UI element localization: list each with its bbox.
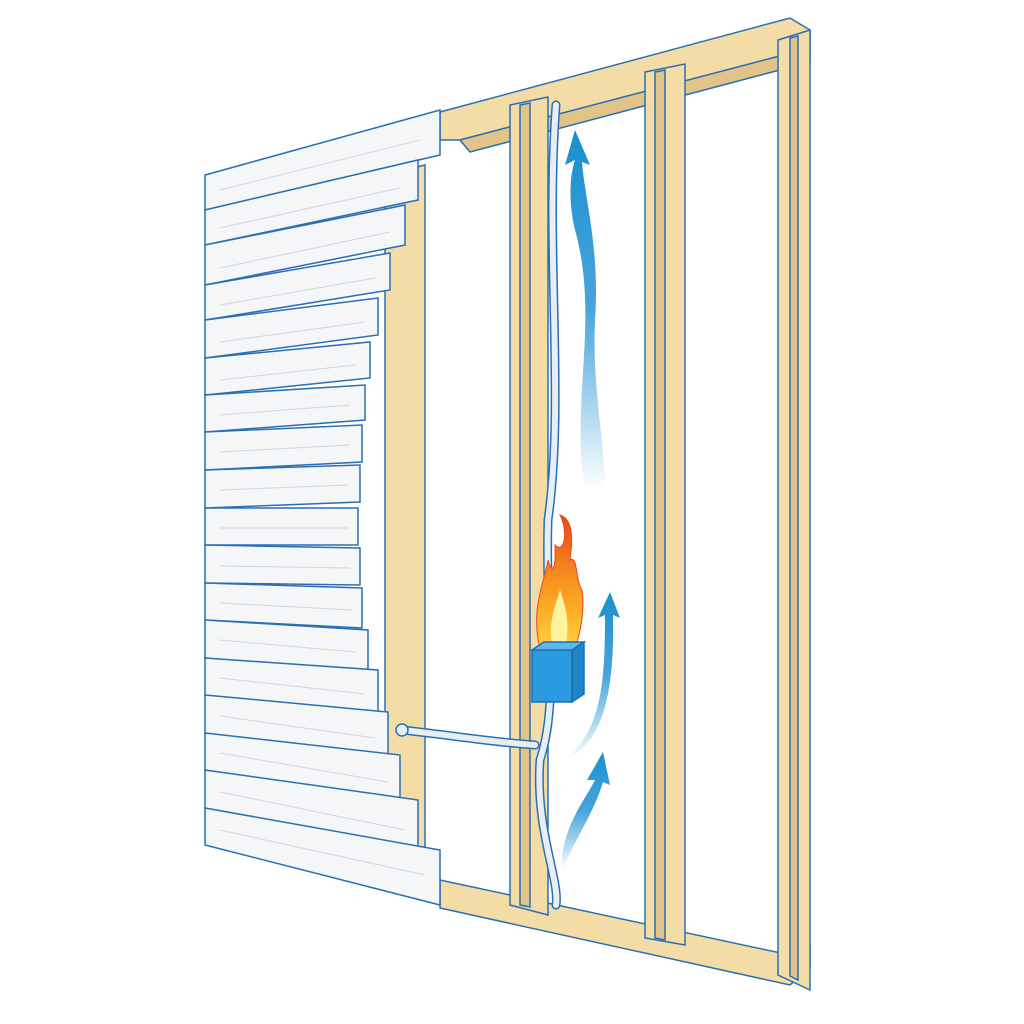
wall-frame [384, 17, 811, 992]
junction-box-icon [529, 640, 587, 704]
top-plate [439, 17, 811, 141]
airflow-arrow-icon [561, 130, 620, 870]
bottom-plate [439, 879, 811, 986]
siding-grain [219, 139, 426, 876]
siding-boards [204, 109, 441, 906]
flame-icon [536, 514, 584, 649]
